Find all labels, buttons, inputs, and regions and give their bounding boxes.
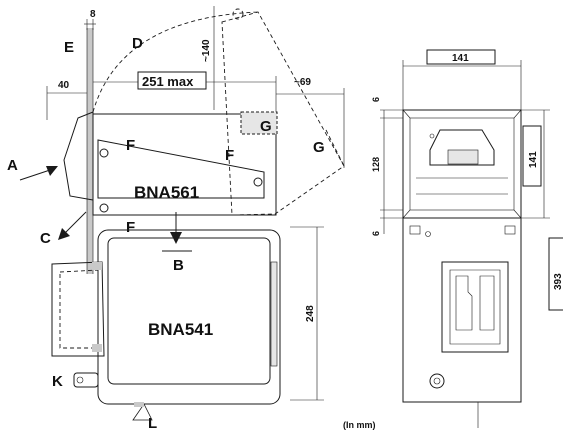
cashbox-handle xyxy=(51,261,105,357)
front-height-label: 141 xyxy=(528,151,539,168)
bezel-bevel-tr xyxy=(513,109,522,119)
lower-model-label: BNA541 xyxy=(148,320,213,339)
handle-clip-top xyxy=(92,262,102,270)
total-height-label-box xyxy=(548,237,563,311)
key xyxy=(73,372,99,388)
note-path-plate xyxy=(97,139,265,199)
upper-model-label: BNA561 xyxy=(134,183,199,202)
note-slot xyxy=(447,149,479,165)
g-region xyxy=(240,111,278,135)
front-handle xyxy=(441,261,509,353)
callout-f-lower-label: F xyxy=(126,219,135,236)
total-height-label: 393 xyxy=(553,273,563,290)
latch-f-lower xyxy=(99,203,109,213)
cashbox-front xyxy=(107,237,271,385)
callout-c-label: C xyxy=(40,230,51,247)
status-led xyxy=(429,133,435,139)
front-indicator xyxy=(425,231,431,237)
front-width-label: 141 xyxy=(452,53,469,64)
bezel-height-label: 128 xyxy=(371,157,381,172)
bezel-bevel-tl xyxy=(402,109,411,119)
front-cashbox-body xyxy=(402,217,522,403)
tilted-hinge xyxy=(232,8,244,20)
front-lock-core xyxy=(433,377,441,385)
lower-height-label: 248 xyxy=(305,305,316,322)
opening-arc xyxy=(92,11,259,113)
bezel-outline xyxy=(63,111,94,201)
cashbox-side-rail xyxy=(270,261,278,367)
lock-lever-base xyxy=(134,402,144,407)
units-note: (In mm) xyxy=(343,420,376,430)
front-handle-rib-right xyxy=(479,275,495,331)
insert-arrow-head xyxy=(46,166,58,176)
callout-g-rect-label: G xyxy=(260,118,272,135)
note-slot-housing xyxy=(429,129,495,166)
depth-label: 251 max xyxy=(142,74,194,89)
arc-height-label: ~140 xyxy=(201,39,212,62)
tilted-unit-outline xyxy=(221,11,345,216)
return-arrow-head xyxy=(58,228,70,240)
callout-k-label: K xyxy=(52,373,63,390)
front-bezel-inner xyxy=(409,117,515,211)
tilted-unit-detail xyxy=(325,129,345,167)
latch-f-mid xyxy=(253,177,263,187)
callout-b-label: B xyxy=(173,257,184,274)
front-gap-top-label: 6 xyxy=(371,97,381,102)
callout-l-label: L xyxy=(148,415,157,430)
callout-g-dashed-label: G xyxy=(313,139,325,156)
tilt-extension-label: ~69 xyxy=(294,77,311,88)
mounting-wall xyxy=(87,28,93,274)
latch-f-upper xyxy=(99,148,109,158)
lock-lever xyxy=(132,403,153,421)
front-height-label-box xyxy=(522,125,542,187)
key-hole xyxy=(76,376,84,384)
handle-clip-bottom xyxy=(92,344,102,352)
cashbox-body xyxy=(97,229,281,405)
front-handle-inner xyxy=(449,269,501,345)
bezel-bevel-bl xyxy=(402,209,411,219)
callout-f-upper-label: F xyxy=(126,137,135,154)
front-gap-bottom-label: 6 xyxy=(371,231,381,236)
callout-a-label: A xyxy=(7,157,18,174)
front-lock-icon xyxy=(429,373,445,389)
front-handle-rib-left xyxy=(455,275,473,331)
wall-thickness-label: 8 xyxy=(90,9,96,20)
offset-label: 40 xyxy=(58,80,70,91)
depth-label-box xyxy=(137,71,207,90)
callout-f-mid-label: F xyxy=(225,147,234,164)
front-latch-left xyxy=(409,225,421,235)
bezel-bevel-br xyxy=(513,209,522,219)
front-latch-right xyxy=(504,225,516,235)
callout-e-label: E xyxy=(64,39,74,56)
cashbox-handle-inner xyxy=(59,269,99,349)
callout-d-label: D xyxy=(132,35,143,52)
front-width-label-box xyxy=(426,49,496,65)
